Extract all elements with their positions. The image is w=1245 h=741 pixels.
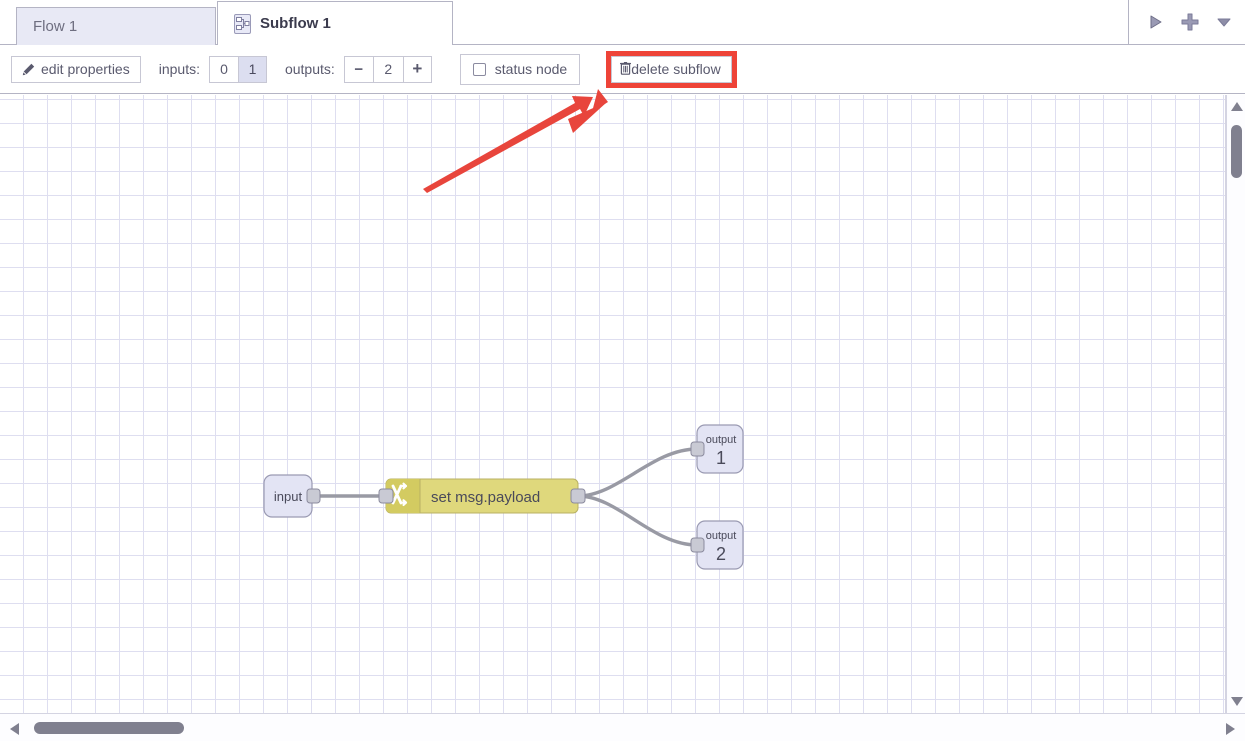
canvas-svg: input set msg.payload outp	[263, 424, 744, 570]
link-change-to-output1[interactable]	[576, 447, 699, 498]
inputs-label: inputs:	[158, 61, 200, 77]
flow-canvas[interactable]: input set msg.payload outp	[0, 95, 1226, 713]
inputs-option-0[interactable]: 0	[209, 56, 238, 82]
link-group	[310, 447, 699, 547]
outputs-label: outputs:	[284, 61, 335, 77]
link-change-to-output2[interactable]	[576, 494, 699, 547]
subflow-output-1-label: output	[706, 434, 737, 446]
subflow-input-node[interactable]: input	[263, 474, 321, 518]
subflow-output-2-number: 2	[716, 544, 726, 564]
edit-properties-button[interactable]: edit properties	[11, 55, 141, 83]
change-icon	[391, 482, 408, 506]
tab-bar-actions	[1128, 0, 1245, 44]
outputs-decrement-button[interactable]: −	[344, 56, 373, 82]
horizontal-scrollbar[interactable]	[0, 713, 1245, 741]
inputs-toggle-group: 0 1	[208, 55, 267, 83]
subflow-icon	[234, 13, 251, 34]
status-node-toggle[interactable]: status node	[459, 53, 581, 85]
outputs-increment-button[interactable]: +	[402, 56, 431, 82]
tab-flow-1-label: Flow 1	[33, 18, 78, 35]
trash-icon	[620, 61, 632, 78]
edit-properties-label: edit properties	[41, 61, 130, 77]
subflow-input-label: input	[274, 489, 303, 504]
play-icon[interactable]	[1139, 0, 1173, 44]
tab-strip: Flow 1 Subflow 1	[0, 0, 453, 46]
scroll-left-arrow-icon[interactable]	[10, 723, 19, 735]
add-icon[interactable]	[1173, 0, 1207, 44]
vertical-scrollbar[interactable]	[1226, 95, 1245, 713]
delete-subflow-button[interactable]: delete subflow	[611, 55, 732, 83]
outputs-value: 2	[372, 56, 403, 82]
outputs-stepper: − 2 +	[343, 55, 432, 83]
tab-subflow-1-label: Subflow 1	[260, 15, 331, 32]
tab-subflow-1[interactable]: Subflow 1	[217, 1, 453, 46]
scroll-right-arrow-icon[interactable]	[1226, 723, 1235, 735]
delete-subflow-label: delete subflow	[631, 61, 721, 77]
inputs-option-1[interactable]: 1	[237, 56, 266, 82]
tab-bar: Flow 1 Subflow 1	[0, 0, 1245, 46]
subflow-output-2-node[interactable]: output 2	[690, 520, 744, 570]
scroll-down-arrow-icon[interactable]	[1231, 697, 1243, 706]
status-node-checkbox[interactable]	[472, 62, 486, 76]
subflow-toolbar: edit properties inputs: 0 1 outputs: − 2…	[0, 45, 1245, 94]
vertical-scroll-thumb[interactable]	[1231, 125, 1242, 178]
tab-flow-1[interactable]: Flow 1	[16, 7, 216, 45]
status-node-label: status node	[494, 61, 568, 77]
chevron-down-icon[interactable]	[1207, 0, 1241, 44]
subflow-output-2-label: output	[706, 530, 737, 542]
scroll-up-arrow-icon[interactable]	[1231, 102, 1243, 111]
subflow-output-1-node[interactable]: output 1	[690, 424, 744, 474]
pencil-icon	[22, 63, 35, 76]
subflow-output-1-number: 1	[716, 448, 726, 468]
delete-subflow-highlight: delete subflow	[606, 50, 737, 88]
change-node[interactable]: set msg.payload	[378, 478, 586, 514]
change-node-label: set msg.payload	[431, 489, 540, 506]
horizontal-scroll-thumb[interactable]	[34, 722, 184, 734]
